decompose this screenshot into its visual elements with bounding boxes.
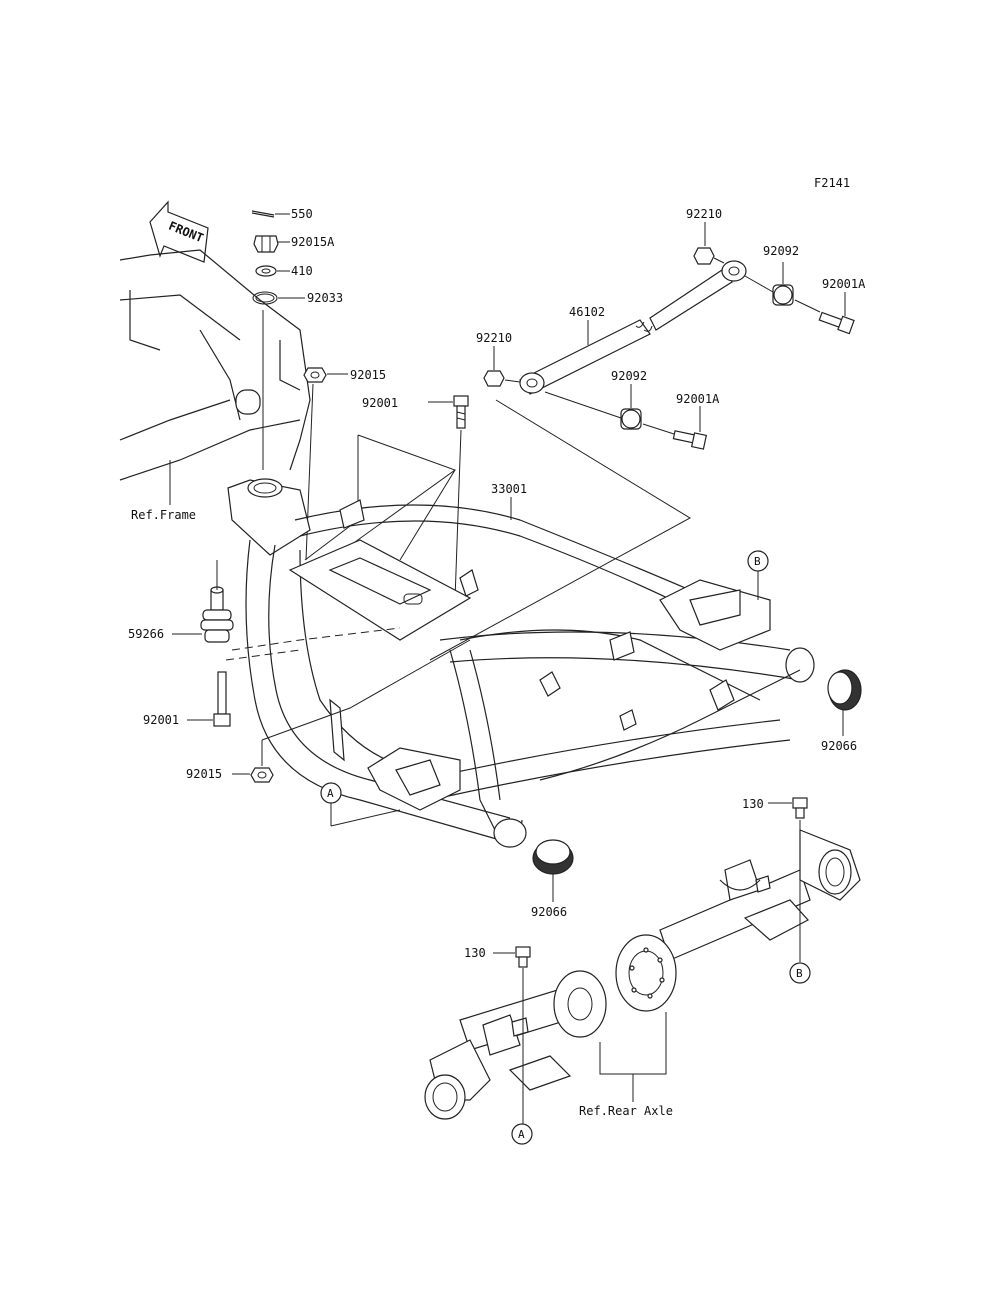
label-46102: 46102: [569, 305, 605, 319]
label-92015-top: 92015: [350, 368, 386, 382]
snap-ring-icon: [252, 291, 278, 305]
bolt-icon: [672, 430, 708, 450]
flange-plate-icon: [615, 934, 677, 1012]
marker-b-frame: B: [747, 550, 769, 572]
label-92210-left: 92210: [476, 331, 512, 345]
figure-code: F2141: [814, 176, 850, 190]
nut-icon: [483, 370, 505, 387]
bolt-icon: [515, 946, 531, 968]
marker-a-frame: A: [320, 782, 342, 804]
bolt-icon: [792, 797, 808, 819]
svg-text:A: A: [518, 1128, 525, 1141]
nut-icon: [693, 247, 715, 265]
label-92001A-right: 92001A: [822, 277, 866, 291]
label-92210-right: 92210: [686, 207, 722, 221]
label-92066-left: 92066: [531, 905, 567, 919]
sub-frame-drawing: [227, 478, 815, 848]
rubber-stopper-icon: [200, 560, 234, 643]
flange-plate-icon: [553, 970, 607, 1038]
label-92015A: 92015A: [291, 235, 335, 249]
cotter-pin-icon: [251, 210, 275, 218]
label-92092-left: 92092: [611, 369, 647, 383]
label-33001: 33001: [491, 482, 527, 496]
nut-icon: [250, 767, 274, 783]
end-cap-icon: [532, 839, 574, 875]
bolt-icon: [213, 671, 231, 727]
tie-rod-icon: [519, 260, 747, 395]
marker-b-axle: B: [789, 962, 811, 984]
label-92001-top: 92001: [362, 396, 398, 410]
label-92066-right: 92066: [821, 739, 857, 753]
label-130-right: 130: [742, 797, 764, 811]
svg-text:B: B: [754, 555, 761, 568]
end-cap-icon: [827, 669, 862, 711]
front-arrow-icon: FRONT: [149, 200, 209, 263]
bushing-icon: [620, 408, 642, 430]
castle-nut-icon: [253, 235, 279, 253]
label-92015-bottom: 92015: [186, 767, 222, 781]
bushing-icon: [772, 284, 794, 306]
label-92001-bottom: 92001: [143, 713, 179, 727]
reference-frame-drawing: [119, 249, 311, 505]
svg-text:A: A: [327, 787, 334, 800]
marker-a-axle: A: [511, 1123, 533, 1145]
svg-text:B: B: [796, 967, 803, 980]
ref-rear-axle-label: Ref.Rear Axle: [579, 1104, 673, 1118]
nut-icon: [303, 367, 327, 383]
bolt-icon: [818, 311, 855, 335]
rear-axle-housing-right: [659, 829, 861, 961]
label-92001A-left: 92001A: [676, 392, 720, 406]
label-550: 550: [291, 207, 313, 221]
ref-frame-label: Ref.Frame: [131, 508, 196, 522]
bolt-icon: [453, 395, 469, 429]
label-92033: 92033: [307, 291, 343, 305]
washer-icon: [255, 265, 277, 277]
label-92092-right: 92092: [763, 244, 799, 258]
label-410: 410: [291, 264, 313, 278]
rear-axle-housing-left: [424, 979, 601, 1120]
label-59266: 59266: [128, 627, 164, 641]
label-130-left: 130: [464, 946, 486, 960]
